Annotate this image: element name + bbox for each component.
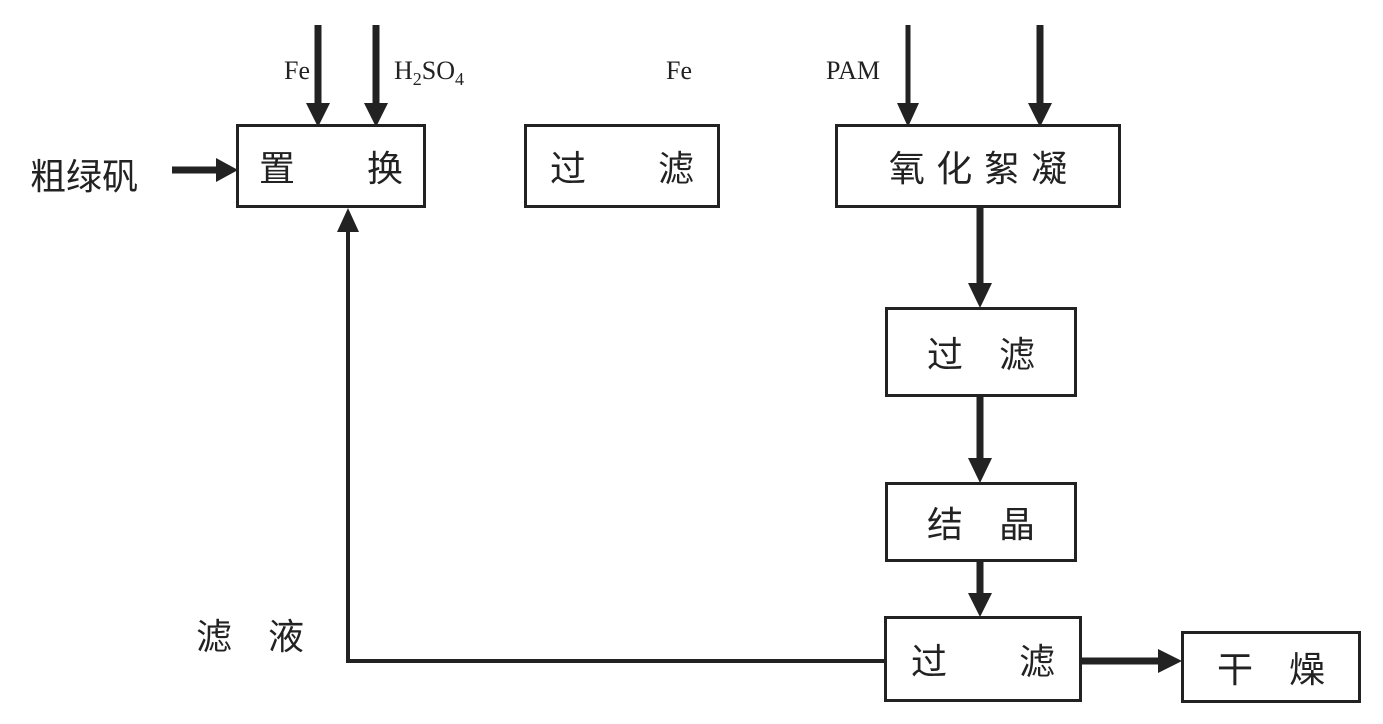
label-h2so4: H2SO4: [394, 56, 465, 89]
node-filter-1: 过 滤: [524, 124, 720, 208]
label-raw-material: 粗绿矾: [30, 157, 139, 198]
label-h2so4-sub2: 2: [412, 69, 422, 89]
arrow-filter3-to-dry: [1082, 649, 1182, 673]
label-pam: PAM: [826, 56, 880, 85]
node-filter-2: 过 滤: [885, 307, 1077, 397]
node-crystallize-label: 结 晶: [926, 505, 1035, 546]
label-fe-2: Fe: [666, 56, 692, 85]
arrow-raw-to-replace: [172, 158, 238, 182]
node-replace-label: 置 换: [258, 149, 403, 190]
node-replace: 置 换: [236, 124, 426, 208]
arrow-fe-to-replace: [306, 25, 330, 127]
arrow-oxidize-to-filter2: [968, 207, 992, 308]
arrow-filter2-to-crystal: [968, 397, 992, 483]
arrow-pam-to-oxidize: [897, 25, 919, 127]
node-oxidize-flocculate: 氧 化 絮 凝: [835, 124, 1121, 208]
node-dry-label: 干 燥: [1216, 650, 1325, 691]
arrow-crystal-to-filter3: [968, 562, 992, 617]
arrow-h2so4-to-replace: [364, 25, 388, 127]
node-dry: 干 燥: [1181, 631, 1361, 703]
arrow-filtrate-recycle: [337, 208, 886, 663]
arrow-second-to-oxidize: [1028, 25, 1052, 127]
node-oxidize-label: 氧 化 絮 凝: [888, 149, 1068, 190]
node-filter-2-label: 过 滤: [926, 335, 1035, 376]
label-fe-1: Fe: [284, 56, 310, 85]
label-h2so4-h: H: [394, 56, 413, 85]
label-filtrate: 滤 液: [196, 617, 305, 658]
node-filter-1-label: 过 滤: [549, 149, 694, 190]
label-h2so4-so: SO: [421, 56, 456, 85]
node-filter-3: 过 滤: [884, 616, 1082, 702]
node-filter-3-label: 过 滤: [910, 642, 1055, 683]
label-h2so4-sub4: 4: [455, 69, 465, 89]
node-crystallize: 结 晶: [885, 482, 1077, 562]
